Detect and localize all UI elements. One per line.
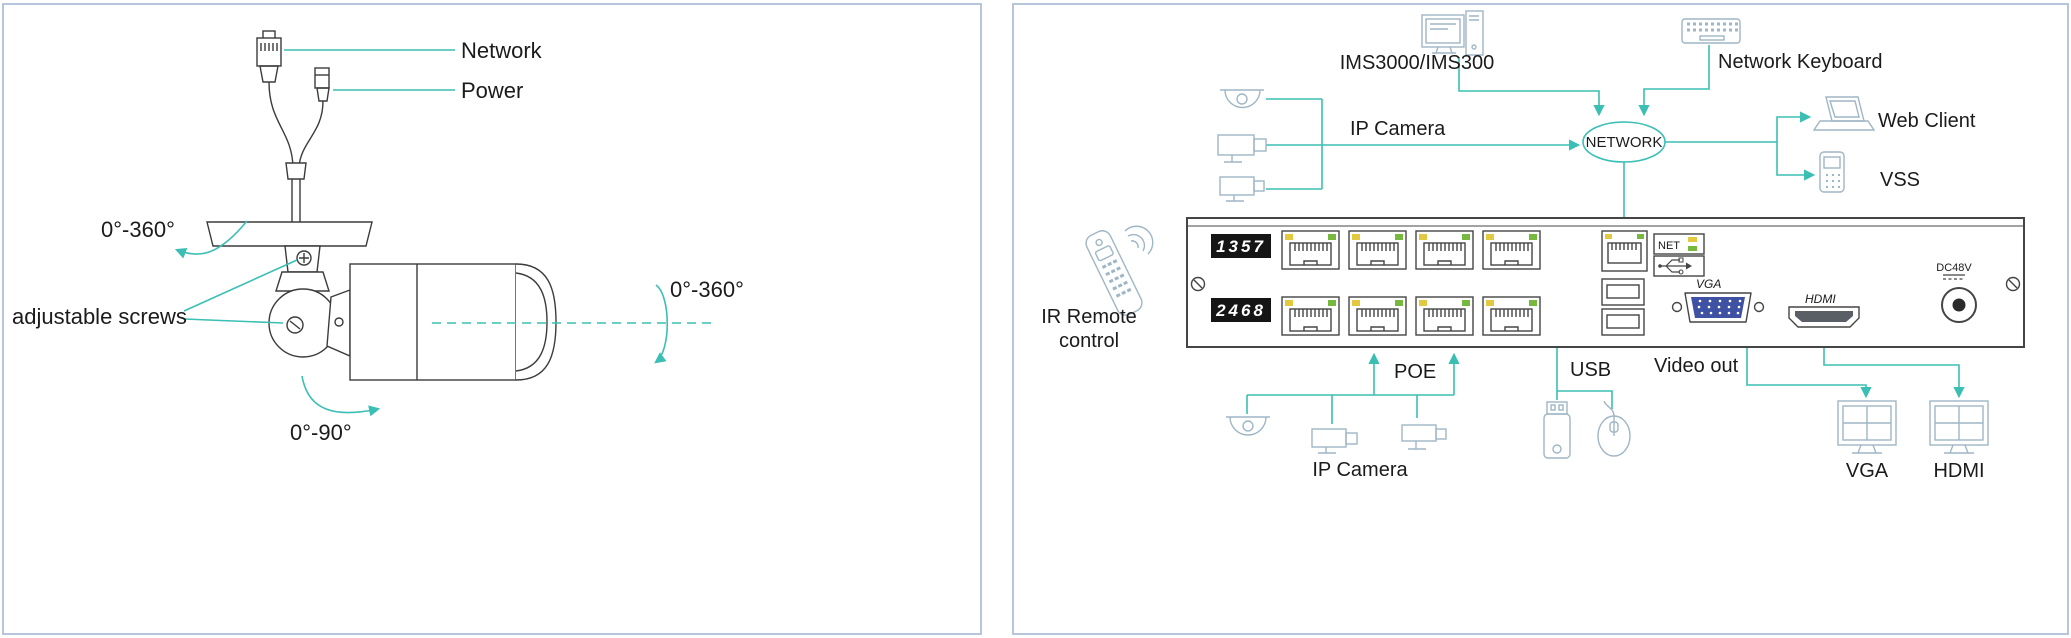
tilt-rotation-arrow xyxy=(301,375,381,417)
power-label: Power xyxy=(461,78,523,103)
port-label-even-plate xyxy=(1211,298,1271,322)
nvr-ports-odd-label: 1357 xyxy=(1216,237,1266,256)
usb-stick-icon xyxy=(1543,401,1571,459)
network-to-vss-line xyxy=(1776,142,1816,181)
ptz-camera-icon xyxy=(1401,424,1447,450)
bullet-camera-drawing xyxy=(206,30,557,381)
usb-symbol-box xyxy=(1653,255,1705,277)
poe-port xyxy=(1348,296,1407,336)
camera-installation-panel: Network Power 0°-360° adjustable screws … xyxy=(2,3,982,635)
ptz-camera-icon xyxy=(1219,176,1265,202)
vga-monitor-icon xyxy=(1837,400,1897,454)
poe-port xyxy=(1281,296,1340,336)
poe-port xyxy=(1415,296,1474,336)
video-out-label: Video out xyxy=(1654,355,1739,377)
network-topology-drawing: IMS3000/IMS300 Network Keyboard IP Camer… xyxy=(1041,10,2025,482)
ims-computer-icon xyxy=(1421,10,1484,56)
usb-label: USB xyxy=(1570,359,1611,381)
ip-camera-top-label: IP Camera xyxy=(1350,118,1446,140)
poe-label: POE xyxy=(1394,361,1436,383)
network-cloud xyxy=(1582,121,1666,163)
vga-monitor-label: VGA xyxy=(1846,460,1889,482)
hdmi-connector xyxy=(1788,306,1860,328)
nvr-net-label: NET xyxy=(1658,240,1680,252)
network-keyboard-label: Network Keyboard xyxy=(1718,51,1883,73)
laptop-icon xyxy=(1812,96,1876,131)
web-client-label: Web Client xyxy=(1878,110,1976,132)
nvr-ports-even-label: 2468 xyxy=(1215,301,1266,320)
ir-signal-waves xyxy=(1124,225,1154,255)
box-camera-icon xyxy=(1217,134,1267,163)
body-rotation-arrow xyxy=(654,284,669,364)
vga-out-line xyxy=(1746,322,1872,399)
network-keyboard-icon xyxy=(1681,18,1741,44)
ip-camera-bottom-label: IP Camera xyxy=(1312,459,1408,481)
vga-connector xyxy=(1671,292,1765,323)
nvr-vga-label: VGA xyxy=(1696,277,1721,291)
poe-port xyxy=(1482,230,1541,270)
nvr-dc-label: DC48V xyxy=(1936,262,1972,274)
network-topology-panel: IMS3000/IMS300 Network Keyboard IP Camer… xyxy=(1012,3,2069,635)
network-label: Network xyxy=(461,38,543,63)
poe-port xyxy=(1281,230,1340,270)
mount-rotation-arrow xyxy=(174,220,248,259)
mount-screw-right xyxy=(2005,276,2021,292)
hdmi-monitor-icon xyxy=(1929,400,1989,454)
body-rotation-label: 0°-360° xyxy=(670,277,744,302)
usb-port xyxy=(1601,308,1645,336)
adjustable-screws-label: adjustable screws xyxy=(12,304,187,329)
ir-remote-icon xyxy=(1085,225,1154,316)
port-label-odd-plate xyxy=(1211,234,1271,258)
dome-camera-icon xyxy=(1220,89,1264,109)
network-cloud-label: NETWORK xyxy=(1586,134,1663,151)
camera-lens-hood xyxy=(515,263,557,381)
usb-port xyxy=(1601,278,1645,306)
mouse-icon xyxy=(1597,400,1631,457)
power-connector-icon xyxy=(298,67,330,168)
dc-power-jack xyxy=(1941,274,1977,323)
keyboard-to-network-line xyxy=(1638,45,1710,117)
annotation-lines xyxy=(174,49,711,417)
network-to-webclient-line xyxy=(1776,111,1812,142)
dome-camera-icon xyxy=(1226,416,1270,436)
ir-remote-label-line2: control xyxy=(1059,330,1119,352)
mount-screw-left xyxy=(1190,276,1206,292)
network-connector-icon xyxy=(256,30,294,168)
poe-port xyxy=(1415,230,1474,270)
vss-label: VSS xyxy=(1880,169,1920,191)
mount-plate xyxy=(206,221,373,247)
device-icons xyxy=(1085,10,1989,459)
nvr-hdmi-label: HDMI xyxy=(1805,292,1836,306)
mobile-phone-icon xyxy=(1819,151,1845,193)
camera-installation-drawing: Network Power 0°-360° adjustable screws … xyxy=(12,30,744,445)
mount-rotation-label: 0°-360° xyxy=(101,217,175,242)
camera-body xyxy=(349,263,517,381)
net-indicator-box xyxy=(1653,233,1705,255)
poe-port xyxy=(1482,296,1541,336)
box-camera-icon xyxy=(1311,428,1358,454)
screws-pointer-lines xyxy=(183,259,298,324)
poe-port xyxy=(1348,230,1407,270)
hdmi-monitor-label: HDMI xyxy=(1933,460,1984,482)
ir-remote-label-line1: IR Remote xyxy=(1041,306,1137,328)
tilt-rotation-label: 0°-90° xyxy=(290,420,352,445)
net-port xyxy=(1601,230,1648,272)
ims-label: IMS3000/IMS300 xyxy=(1340,52,1495,74)
nvr-rear-panel xyxy=(1186,217,2025,348)
ims-to-network-line xyxy=(1458,57,1605,117)
